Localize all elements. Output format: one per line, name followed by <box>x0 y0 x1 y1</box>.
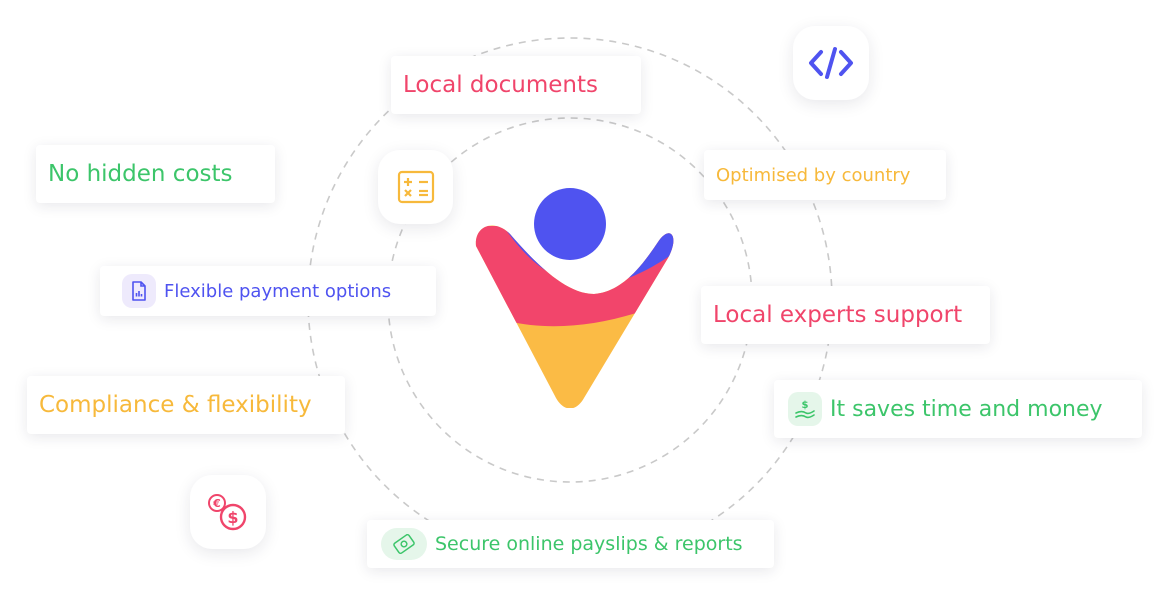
svg-text:$: $ <box>227 508 238 527</box>
feature-label-local-documents: Local documents <box>403 72 598 98</box>
feature-label-optimised-by-country: Optimised by country <box>716 164 911 186</box>
feature-card-flexible-payment: Flexible payment options <box>100 266 436 316</box>
currency-coins-icon: € $ <box>208 494 247 531</box>
feature-card-local-documents: Local documents <box>391 56 641 114</box>
feature-label-local-experts: Local experts support <box>713 302 963 328</box>
secure-cash-icon <box>381 528 427 560</box>
brand-logo <box>475 188 674 408</box>
svg-text:$: $ <box>802 400 809 411</box>
feature-card-saves-time: $ It saves time and money <box>774 380 1142 438</box>
money-hand-icon: $ <box>788 392 822 426</box>
feature-label-saves-time: It saves time and money <box>830 396 1103 422</box>
document-chart-icon <box>122 274 156 308</box>
code-icon-tile <box>793 26 869 100</box>
calculator-icon-tile <box>378 150 453 224</box>
feature-label-no-hidden-costs: No hidden costs <box>48 161 233 187</box>
feature-card-secure-payslips: Secure online payslips & reports <box>367 520 774 568</box>
feature-label-flexible-payment: Flexible payment options <box>164 280 392 302</box>
svg-text:€: € <box>212 497 221 510</box>
feature-card-local-experts: Local experts support <box>701 286 990 344</box>
currency-coins-icon-tile: € $ <box>190 475 266 549</box>
code-icon <box>809 47 853 79</box>
feature-card-optimised-by-country: Optimised by country <box>704 150 946 200</box>
feature-card-compliance: Compliance & flexibility <box>27 376 345 434</box>
calculator-icon <box>397 170 434 204</box>
feature-label-secure-payslips: Secure online payslips & reports <box>435 533 743 555</box>
feature-label-compliance: Compliance & flexibility <box>39 392 312 418</box>
feature-card-no-hidden-costs: No hidden costs <box>36 145 275 203</box>
